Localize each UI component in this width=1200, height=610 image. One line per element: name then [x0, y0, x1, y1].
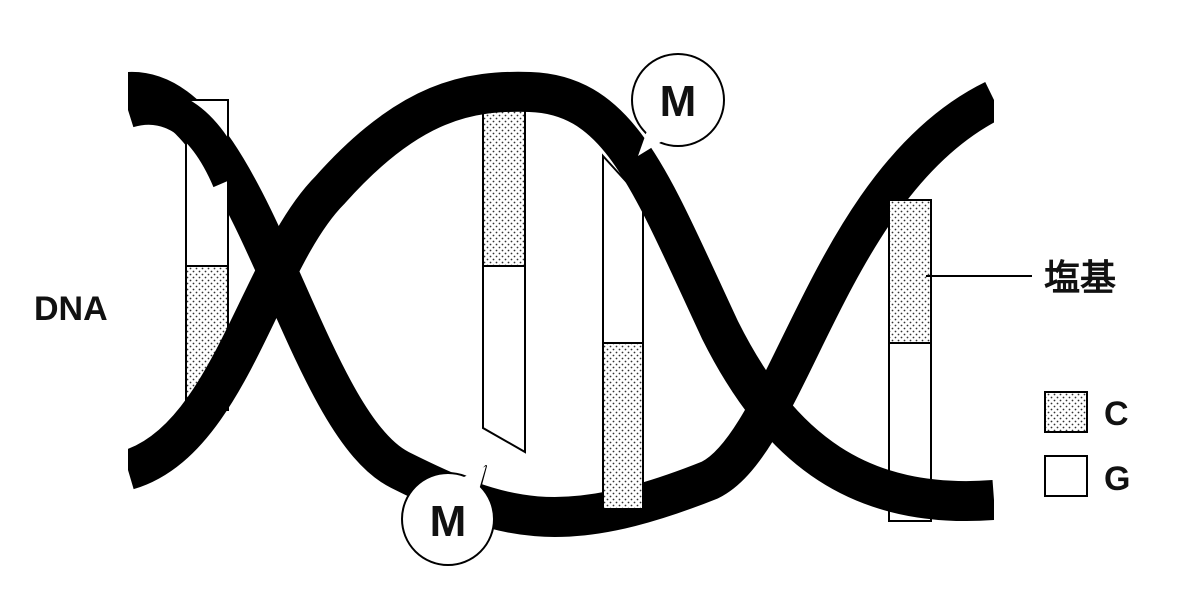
- dna-strand-back: [128, 72, 994, 537]
- marker-top-text: M: [660, 77, 697, 126]
- marker-bottom-text: M: [430, 497, 467, 546]
- legend-label-c: C: [1104, 395, 1129, 433]
- marker-bubble-bottom: M: [401, 465, 495, 566]
- legend-swatch-g: [1044, 455, 1088, 497]
- legend-swatch-c: [1044, 391, 1088, 433]
- dna-label: DNA: [34, 290, 108, 328]
- dna-strand-back-left: [128, 88, 247, 188]
- legend: C G: [1044, 391, 1130, 498]
- base-pair-3: [602, 153, 644, 510]
- base-label: 塩基: [1044, 257, 1116, 298]
- dna-strand-front: [128, 71, 994, 521]
- legend-label-g: G: [1104, 460, 1130, 498]
- marker-bubble-top: M: [631, 53, 725, 157]
- base-pair-2: [482, 83, 526, 454]
